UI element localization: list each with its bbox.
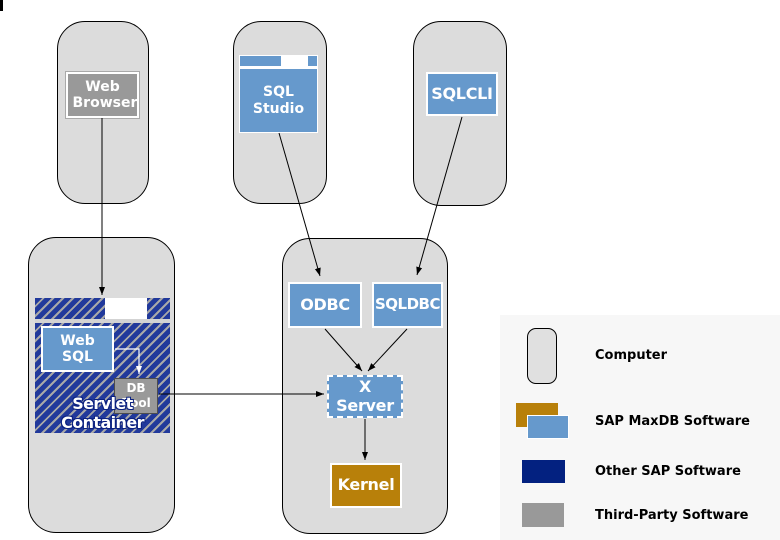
servlet-container-label: Servlet Container — [61, 394, 144, 432]
db-pool-node: DB Pool — [114, 378, 158, 414]
sqldbc-node: SQLDBC — [372, 282, 443, 328]
third-party-software-icon — [522, 503, 564, 527]
legend-label-third-party: Third-Party Software — [595, 508, 749, 523]
sql-studio-titlebar-notch — [281, 56, 308, 66]
sqlcli-label: SQLCLI — [431, 83, 493, 103]
odbc-node: ODBC — [288, 282, 362, 328]
servlet-container-titlebar — [35, 298, 170, 319]
sql-studio-titlebar — [240, 56, 317, 66]
legend-label-computer: Computer — [595, 348, 668, 363]
x-server-node: X Server — [327, 375, 403, 418]
legend-label-sap-maxdb: SAP MaxDB Software — [595, 414, 750, 429]
web-sql-node: Web SQL — [41, 326, 114, 372]
sqldbc-label: SQLDBC — [374, 295, 441, 314]
servlet-container-node: Web SQL DB Pool Servlet Container — [35, 298, 170, 433]
web-browser-node: Web Browser — [65, 71, 140, 119]
odbc-label: ODBC — [300, 294, 350, 314]
computer-icon — [527, 328, 557, 384]
x-server-label: X Server — [336, 377, 394, 415]
sqlcli-node: SQLCLI — [426, 72, 498, 116]
servlet-container-body: Web SQL DB Pool Servlet Container — [35, 323, 170, 433]
servlet-container-titlebar-notch — [105, 298, 147, 319]
sap-maxdb-software-icon-front — [527, 415, 569, 439]
legend-panel: Computer SAP MaxDB Software Other SAP So… — [500, 315, 780, 540]
kernel-label: Kernel — [337, 475, 395, 495]
servlet-container-gap — [35, 319, 170, 323]
kernel-node: Kernel — [330, 463, 402, 508]
legend-label-other-sap: Other SAP Software — [595, 464, 741, 479]
other-sap-software-icon — [522, 460, 565, 483]
web-browser-label: Web Browser — [72, 78, 138, 111]
db-pool-label: DB Pool — [121, 381, 151, 410]
sql-studio-label: SQL Studio — [252, 84, 305, 117]
sql-studio-node: SQL Studio — [239, 55, 318, 133]
corner-artifact — [0, 0, 3, 11]
sql-studio-body: SQL Studio — [240, 69, 317, 132]
web-sql-label: Web SQL — [60, 332, 95, 365]
